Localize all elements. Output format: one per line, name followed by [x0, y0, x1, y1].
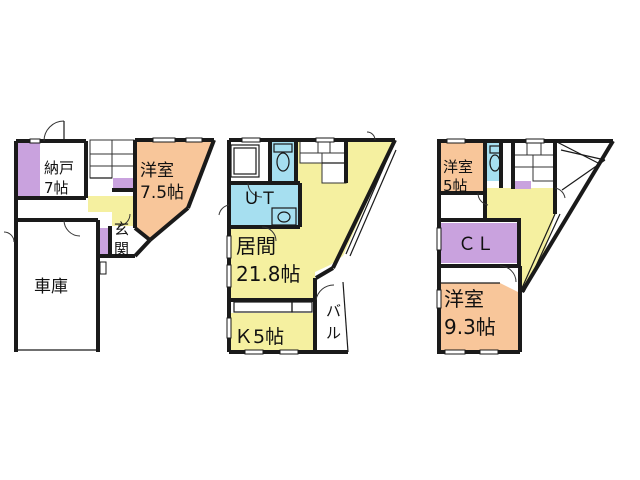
- staircase-3: [512, 140, 556, 182]
- balcony-area: [316, 282, 348, 352]
- western-room-1-label-line-2: 7.5帖: [140, 183, 184, 203]
- western-room-1-label-line-1: 洋室: [140, 161, 174, 181]
- entrance-label-line-1: 玄: [114, 220, 129, 238]
- stair-closet-1: [113, 178, 133, 188]
- balcony-label-line-1: バ: [326, 302, 341, 320]
- unit-bath-area: [229, 183, 300, 227]
- storage-label-line-2: 7帖: [44, 179, 69, 197]
- kitchen-label: Ｋ5帖: [234, 326, 284, 348]
- balcony-label-line-2: ル: [326, 324, 341, 342]
- entrance-label: 玄 関: [114, 220, 129, 258]
- western-room-2-label: 洋室 5帖: [443, 158, 473, 195]
- western-room-3-label: 洋室 9.3帖: [444, 287, 496, 339]
- entrance-area: [88, 196, 135, 226]
- western-room-3: [440, 283, 520, 352]
- western-room-2-label-line-2: 5帖: [443, 177, 468, 195]
- kitchen-area: [229, 313, 313, 351]
- closet-label: ＣＬ: [458, 234, 494, 255]
- storage-room: [16, 141, 40, 198]
- unit-bath-label: ＵＴ: [243, 189, 277, 209]
- living-label-line-2: 21.8帖: [236, 262, 301, 286]
- stair-closet-3: [513, 181, 531, 189]
- staircase-1: [89, 139, 135, 179]
- entrance-storage-strip: [99, 228, 109, 256]
- storage-label: 納戸 7帖: [44, 159, 74, 197]
- western-room-1-label: 洋室 7.5帖: [140, 161, 184, 203]
- toilet-area-3: [487, 143, 501, 181]
- western-room-3-label-line-1: 洋室: [444, 287, 484, 311]
- western-room-1: [135, 140, 214, 238]
- western-room-2-label-line-1: 洋室: [443, 158, 473, 176]
- floor-1: 納戸 7帖 洋室 7.5帖 玄 関 車庫: [3, 120, 216, 352]
- living-label: 居間 21.8帖: [236, 234, 301, 286]
- floor-2: ＵＴ 居間 21.8帖 Ｋ5帖 バ ル: [218, 131, 397, 355]
- entrance-label-line-2: 関: [114, 240, 129, 258]
- living-label-line-1: 居間: [236, 234, 276, 258]
- garage-label: 車庫: [34, 277, 68, 297]
- storage-label-line-1: 納戸: [44, 159, 74, 177]
- floor-3: 洋室 5帖 ＣＬ 洋室 9.3帖: [436, 138, 615, 355]
- western-room-3-label-line-2: 9.3帖: [444, 315, 496, 339]
- western-room-2: [439, 141, 485, 193]
- closet-area: [440, 223, 517, 263]
- balcony-label: バ ル: [326, 302, 341, 342]
- living-room: [229, 140, 395, 300]
